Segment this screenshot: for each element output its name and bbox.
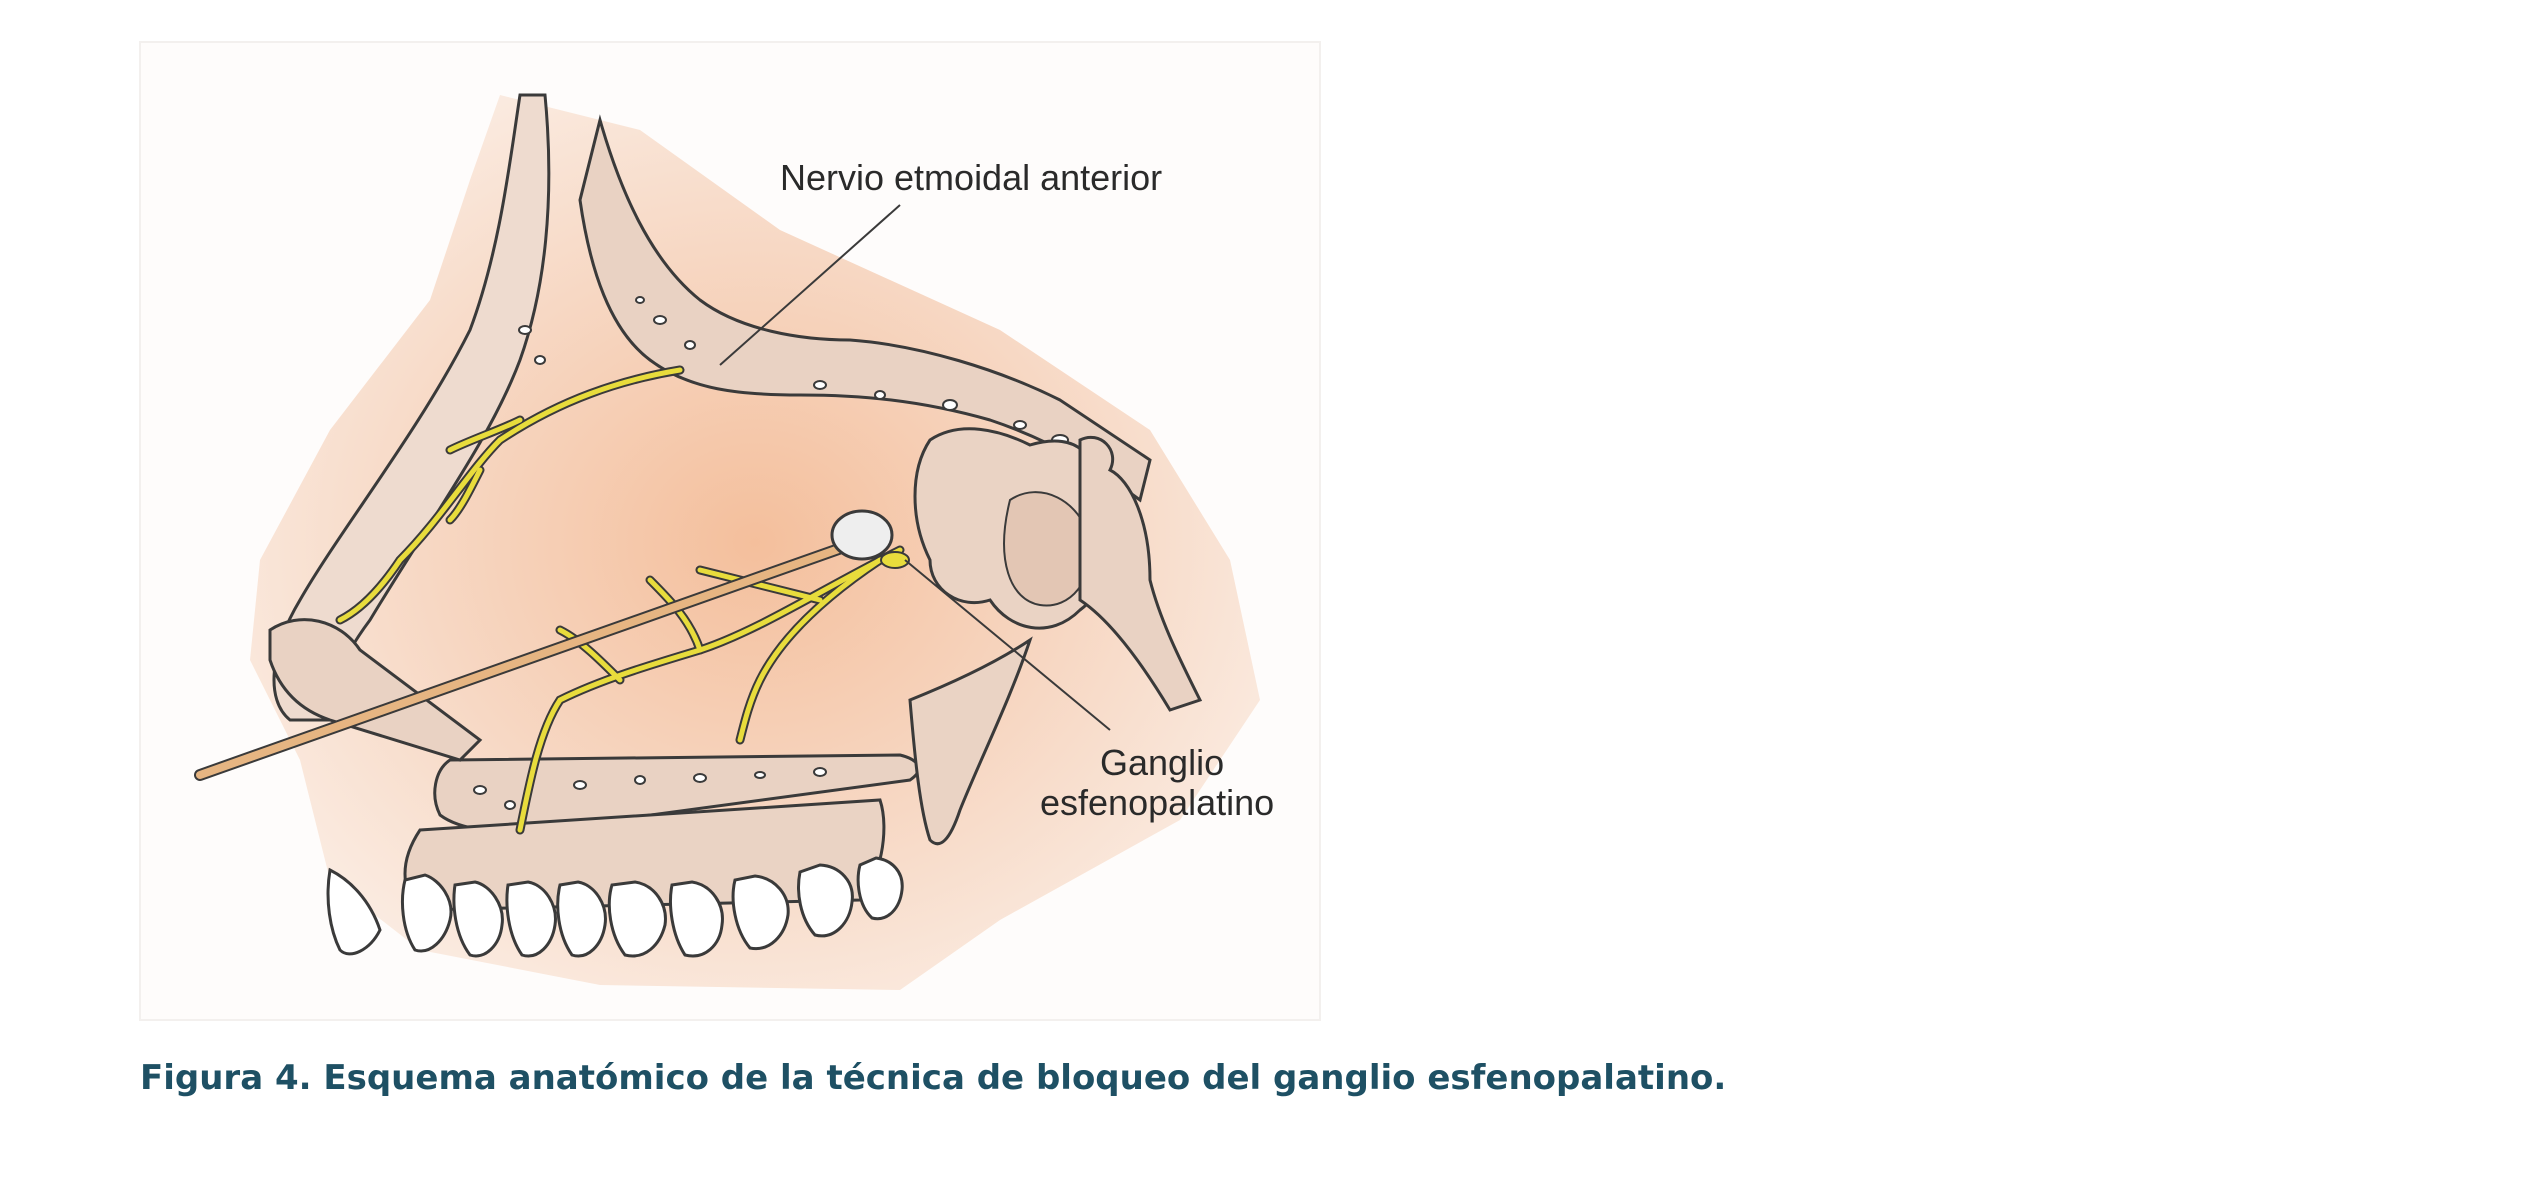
label-anterior-ethmoidal-nerve: Nervio etmoidal anterior: [780, 157, 1162, 198]
leader-line-ganglion: [904, 559, 1111, 731]
palate-perforations: [473, 767, 827, 810]
label-ganglion-line2: esfenopalatino: [1040, 782, 1274, 823]
pterygoid-plate: [1078, 435, 1203, 712]
cotton-tip: [830, 509, 894, 561]
upper-lip: [326, 867, 382, 956]
sphenoid-inner-cavity: [1003, 491, 1092, 607]
soft-palate: [908, 636, 1033, 846]
inferior-turbinate: [268, 618, 483, 762]
leader-line-ethmoidal: [719, 204, 901, 366]
cribriform-bone: [578, 114, 1152, 503]
teeth: [400, 856, 904, 958]
sphenopalatine-nerve-branches: [517, 547, 903, 833]
sphenopalatine-ganglion: [880, 551, 910, 569]
label-ganglion-line1: Ganglio: [1100, 742, 1224, 783]
cotton-swab-icon: [194, 509, 894, 781]
anterior-ethmoidal-nerve-fill: [337, 367, 683, 623]
figure-caption: Figura 4. Esquema anatómico de la técnic…: [140, 1058, 1727, 1098]
